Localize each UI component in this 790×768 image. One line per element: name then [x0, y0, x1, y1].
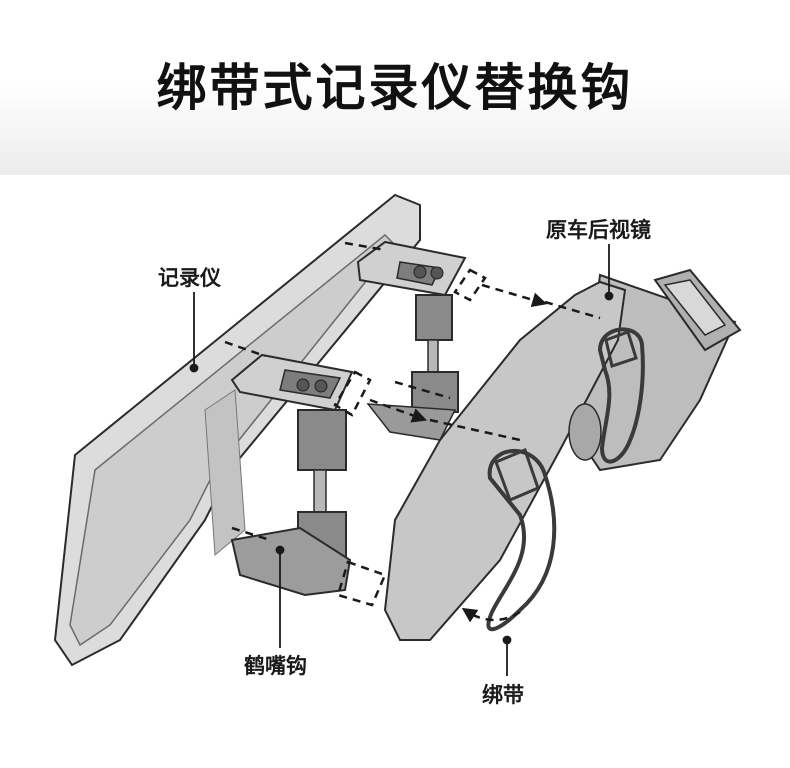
lower-hook	[230, 353, 354, 597]
title-band	[0, 0, 790, 175]
recorder-body	[53, 193, 421, 667]
leader-lines	[189, 244, 614, 676]
label-strap: 绑带	[482, 683, 524, 707]
upper-hook	[356, 240, 467, 441]
lower-strap	[486, 448, 557, 632]
page-title: 绑带式记录仪替换钩	[156, 59, 634, 117]
label-original-mirror: 原车后视镜	[546, 218, 651, 242]
label-recorder: 记录仪	[158, 266, 221, 290]
original-mirror	[383, 268, 742, 641]
assembly-arrows	[224, 241, 601, 623]
upper-strap	[597, 327, 645, 464]
label-crane-hook: 鹤嘴钩	[244, 654, 307, 678]
